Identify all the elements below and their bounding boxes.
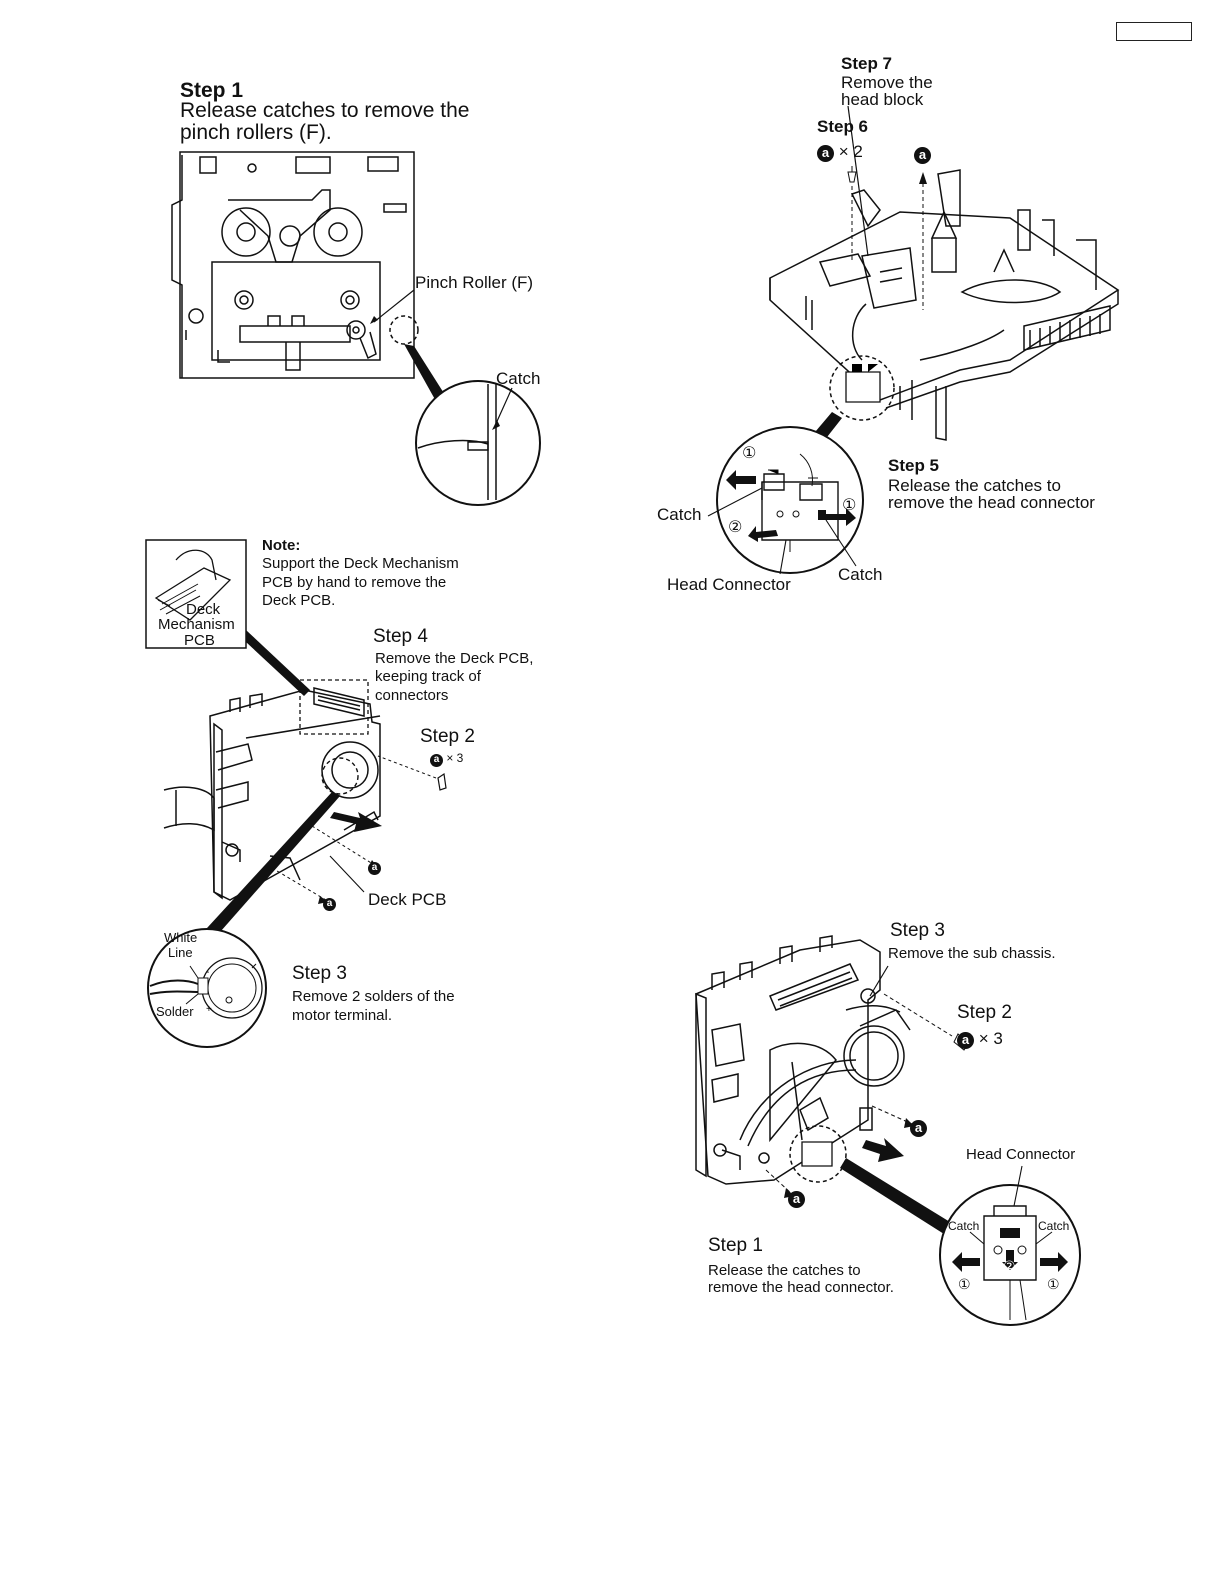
screw-count: × 2 [838, 142, 863, 161]
step4-line-3: connectors [375, 687, 449, 704]
callout-1-right: ① [842, 497, 857, 514]
page-number-box [1116, 22, 1192, 41]
step5-line-1: Release the catches to [888, 476, 1061, 495]
step4-line-1: Remove the Deck PCB, [375, 650, 534, 667]
step3-text: Remove the sub chassis. [888, 945, 1056, 962]
screw-count: × 3 [446, 751, 464, 765]
step3-line-2: motor terminal. [292, 1007, 393, 1024]
step3-title: Step 3 [292, 963, 347, 984]
screw-marker-icon: a [817, 145, 834, 162]
screw-count: × 3 [978, 1029, 1003, 1048]
note-title: Note: [262, 537, 301, 554]
deck-pcb-label: Deck PCB [368, 890, 447, 909]
catch-right-label: Catch [1038, 1219, 1070, 1233]
step1-title: Step 1 [708, 1235, 763, 1256]
svg-text:+: + [206, 1004, 212, 1015]
head-connector-label: Head Connector [667, 575, 791, 594]
step1-line-1: Release the catches to [708, 1262, 861, 1279]
solder-label: Solder [156, 1004, 194, 1019]
step1-line-2: remove the head connector. [708, 1279, 894, 1296]
step1-title: Step 1 [180, 79, 244, 102]
step4-line-2: keeping track of [375, 668, 481, 685]
svg-text:-: - [206, 967, 209, 978]
step6-title: Step 6 [817, 117, 869, 136]
catch-left-label: Catch [657, 505, 702, 524]
step3-line-1: Remove 2 solders of the [292, 988, 455, 1005]
screw-marker-icon: a [430, 754, 443, 767]
step5-line-2: remove the head connector [888, 493, 1095, 512]
screw-marker-icon: a [914, 147, 931, 164]
step3-title: Step 3 [890, 920, 945, 941]
step7-line-2: head block [841, 90, 924, 109]
inset-label-mechanism: Mechanism [158, 616, 235, 633]
screw-marker-icon: a [323, 898, 336, 911]
step2-title: Step 2 [957, 1002, 1012, 1023]
step2-screw-spec: a × 3 [430, 751, 463, 767]
screw-marker-icon: a [368, 862, 381, 875]
callout-2: ② [1003, 1258, 1016, 1274]
step2-screw-spec: a × 3 [957, 1029, 1003, 1049]
inset-label-deck: Deck [186, 601, 221, 618]
catch-right-label: Catch [838, 565, 883, 584]
white-line-label-2: Line [168, 945, 193, 960]
head-connector-label: Head Connector [966, 1146, 1076, 1163]
step6-screw-spec: a × 2 [817, 142, 863, 162]
white-line-label-1: White [164, 930, 198, 945]
callout-1-right: ① [1047, 1276, 1060, 1292]
screw-marker-icon: a [788, 1191, 805, 1208]
step4-title: Step 4 [373, 626, 428, 647]
screw-marker-icon: a [957, 1032, 974, 1049]
step5-title: Step 5 [888, 456, 940, 475]
callout-1-left: ① [958, 1276, 971, 1292]
step1-text-line2: pinch rollers (F). [180, 121, 332, 144]
pinch-roller-label: Pinch Roller (F) [415, 273, 534, 292]
note-line-2: PCB by hand to remove the [262, 574, 447, 591]
note-line-3: Deck PCB. [262, 592, 336, 609]
step1-text-line1: Release catches to remove the [180, 99, 470, 122]
callout-1-left: ① [742, 445, 757, 462]
note-line-1: Support the Deck Mechanism [262, 555, 459, 572]
inset-label-pcb: PCB [184, 632, 215, 649]
catch-label: Catch [496, 369, 541, 388]
step7-line-1: Remove the [841, 73, 933, 92]
step2-title: Step 2 [420, 726, 475, 747]
step7-title: Step 7 [841, 54, 893, 73]
callout-2: ② [728, 519, 743, 536]
catch-left-label: Catch [948, 1219, 980, 1233]
screw-marker-icon: a [910, 1120, 927, 1137]
